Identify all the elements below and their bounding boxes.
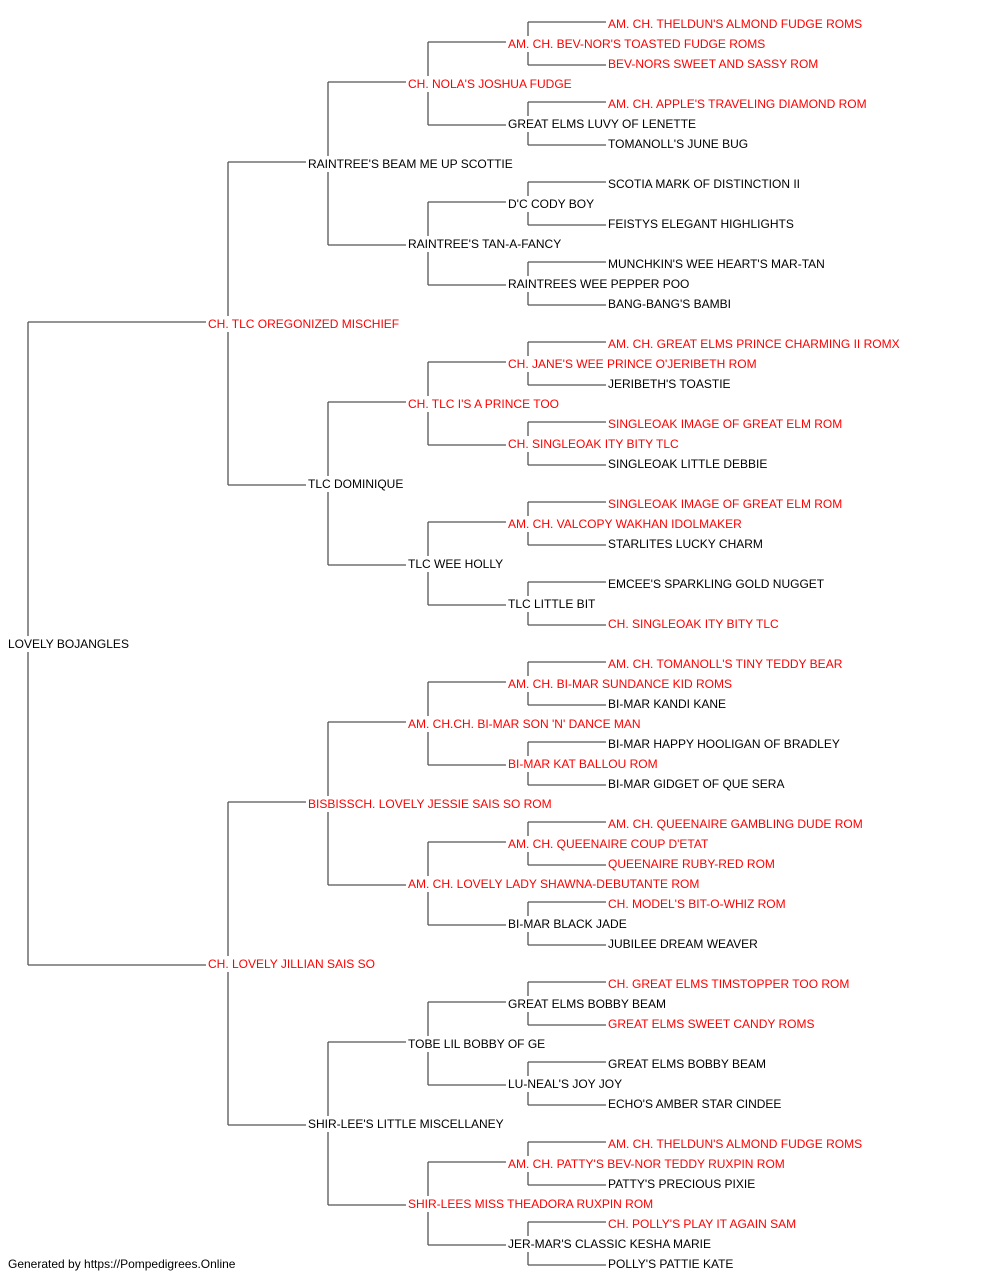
dog-name-gen2-sire[interactable]: RAINTREE'S BEAM ME UP SCOTTIE bbox=[308, 157, 514, 171]
dog-name-gen5-dam[interactable]: BANG-BANG'S BAMBI bbox=[608, 297, 732, 311]
dog-name-gen5-dam[interactable]: PATTY'S PRECIOUS PIXIE bbox=[608, 1177, 757, 1191]
dog-name-gen5-sire[interactable]: CH. POLLY'S PLAY IT AGAIN SAM bbox=[608, 1217, 798, 1231]
dog-name-gen1-dam[interactable]: CH. LOVELY JILLIAN SAIS SO bbox=[208, 957, 376, 971]
dog-name-gen5-dam[interactable]: BI-MAR KANDI KANE bbox=[608, 697, 728, 711]
dog-name-gen5-sire[interactable]: AM. CH. APPLE'S TRAVELING DIAMOND ROM bbox=[608, 97, 868, 111]
dog-name-gen4-dam[interactable]: BI-MAR BLACK JADE bbox=[508, 917, 628, 931]
dog-name-gen4-dam[interactable]: BI-MAR KAT BALLOU ROM bbox=[508, 757, 659, 771]
dog-name-gen5-dam[interactable]: CH. SINGLEOAK ITY BITY TLC bbox=[608, 617, 780, 631]
dog-name-gen5-sire[interactable]: SINGLEOAK IMAGE OF GREAT ELM ROM bbox=[608, 497, 844, 511]
dog-name-gen4-sire[interactable]: D'C CODY BOY bbox=[508, 197, 596, 211]
dog-name-gen3-sire[interactable]: CH. TLC I'S A PRINCE TOO bbox=[408, 397, 561, 411]
dog-name-gen4-sire[interactable]: GREAT ELMS BOBBY BEAM bbox=[508, 997, 668, 1011]
dog-name-gen5-sire[interactable]: CH. MODEL'S BIT-O-WHIZ ROM bbox=[608, 897, 787, 911]
dog-name-gen4-sire[interactable]: AM. CH. BI-MAR SUNDANCE KID ROMS bbox=[508, 677, 734, 691]
dog-name-gen5-sire[interactable]: AM. CH. QUEENAIRE GAMBLING DUDE ROM bbox=[608, 817, 864, 831]
dog-name-gen4-sire[interactable]: AM. CH. BEV-NOR'S TOASTED FUDGE ROMS bbox=[508, 37, 767, 51]
dog-name-gen5-sire[interactable]: MUNCHKIN'S WEE HEART'S MAR-TAN bbox=[608, 257, 826, 271]
dog-name-gen5-sire[interactable]: SCOTIA MARK OF DISTINCTION II bbox=[608, 177, 802, 191]
dog-name-gen5-sire[interactable]: BI-MAR HAPPY HOOLIGAN OF BRADLEY bbox=[608, 737, 841, 751]
dog-name-gen5-dam[interactable]: FEISTYS ELEGANT HIGHLIGHTS bbox=[608, 217, 795, 231]
dog-name-gen1-sire[interactable]: CH. TLC OREGONIZED MISCHIEF bbox=[208, 317, 401, 331]
dog-name-gen5-sire[interactable]: AM. CH. THELDUN'S ALMOND FUDGE ROMS bbox=[608, 17, 864, 31]
dog-name-gen5-sire[interactable]: CH. GREAT ELMS TIMSTOPPER TOO ROM bbox=[608, 977, 851, 991]
dog-name-gen5-sire[interactable]: AM. CH. THELDUN'S ALMOND FUDGE ROMS bbox=[608, 1137, 864, 1151]
dog-name-gen5-sire[interactable]: EMCEE'S SPARKLING GOLD NUGGET bbox=[608, 577, 826, 591]
dog-name-gen3-dam[interactable]: SHIR-LEES MISS THEADORA RUXPIN ROM bbox=[408, 1197, 655, 1211]
dog-name-gen3-dam[interactable]: AM. CH. LOVELY LADY SHAWNA-DEBUTANTE ROM bbox=[408, 877, 701, 891]
dog-name-gen5-sire[interactable]: AM. CH. GREAT ELMS PRINCE CHARMING II RO… bbox=[608, 337, 901, 351]
dog-name-gen5-dam[interactable]: ECHO'S AMBER STAR CINDEE bbox=[608, 1097, 783, 1111]
footer-credit: Generated by https://Pompedigrees.Online bbox=[8, 1257, 236, 1271]
dog-name-gen5-dam[interactable]: JUBILEE DREAM WEAVER bbox=[608, 937, 759, 951]
dog-name-gen4-sire[interactable]: AM. CH. QUEENAIRE COUP D'ETAT bbox=[508, 837, 710, 851]
dog-name-gen3-sire[interactable]: AM. CH.CH. BI-MAR SON 'N' DANCE MAN bbox=[408, 717, 642, 731]
dog-name-gen5-dam[interactable]: QUEENAIRE RUBY-RED ROM bbox=[608, 857, 776, 871]
dog-name-gen2-sire[interactable]: BISBISSCH. LOVELY JESSIE SAIS SO ROM bbox=[308, 797, 553, 811]
dog-name-gen4-dam[interactable]: GREAT ELMS LUVY OF LENETTE bbox=[508, 117, 698, 131]
dog-name-gen0[interactable]: LOVELY BOJANGLES bbox=[8, 637, 130, 651]
dog-name-gen4-dam[interactable]: TLC LITTLE BIT bbox=[508, 597, 597, 611]
dog-name-gen4-dam[interactable]: CH. SINGLEOAK ITY BITY TLC bbox=[508, 437, 680, 451]
dog-name-gen5-dam[interactable]: BEV-NORS SWEET AND SASSY ROM bbox=[608, 57, 820, 71]
dog-name-gen4-sire[interactable]: CH. JANE'S WEE PRINCE O'JERIBETH ROM bbox=[508, 357, 758, 371]
dog-name-gen5-dam[interactable]: STARLITES LUCKY CHARM bbox=[608, 537, 764, 551]
dog-name-gen5-dam[interactable]: JERIBETH'S TOASTIE bbox=[608, 377, 732, 391]
dog-name-gen4-sire[interactable]: AM. CH. PATTY'S BEV-NOR TEDDY RUXPIN ROM bbox=[508, 1157, 786, 1171]
dog-name-gen3-sire[interactable]: TOBE LIL BOBBY OF GE bbox=[408, 1037, 547, 1051]
dog-name-gen3-dam[interactable]: RAINTREE'S TAN-A-FANCY bbox=[408, 237, 563, 251]
dog-name-gen5-dam[interactable]: BI-MAR GIDGET OF QUE SERA bbox=[608, 777, 786, 791]
dog-name-gen4-dam[interactable]: JER-MAR'S CLASSIC KESHA MARIE bbox=[508, 1237, 713, 1251]
dog-name-gen5-sire[interactable]: AM. CH. TOMANOLL'S TINY TEDDY BEAR bbox=[608, 657, 844, 671]
dog-name-gen5-dam[interactable]: SINGLEOAK LITTLE DEBBIE bbox=[608, 457, 769, 471]
dog-name-gen2-dam[interactable]: TLC DOMINIQUE bbox=[308, 477, 405, 491]
dog-name-gen4-dam[interactable]: RAINTREES WEE PEPPER POO bbox=[508, 277, 691, 291]
dog-name-gen5-sire[interactable]: SINGLEOAK IMAGE OF GREAT ELM ROM bbox=[608, 417, 844, 431]
dog-name-gen5-dam[interactable]: GREAT ELMS SWEET CANDY ROMS bbox=[608, 1017, 816, 1031]
dog-name-gen5-sire[interactable]: GREAT ELMS BOBBY BEAM bbox=[608, 1057, 768, 1071]
dog-name-gen2-dam[interactable]: SHIR-LEE'S LITTLE MISCELLANEY bbox=[308, 1117, 505, 1131]
dog-name-gen5-dam[interactable]: TOMANOLL'S JUNE BUG bbox=[608, 137, 750, 151]
dog-name-gen4-dam[interactable]: LU-NEAL'S JOY JOY bbox=[508, 1077, 624, 1091]
dog-name-gen3-sire[interactable]: CH. NOLA'S JOSHUA FUDGE bbox=[408, 77, 573, 91]
dog-name-gen4-sire[interactable]: AM. CH. VALCOPY WAKHAN IDOLMAKER bbox=[508, 517, 743, 531]
dog-name-gen3-dam[interactable]: TLC WEE HOLLY bbox=[408, 557, 505, 571]
dog-name-gen5-dam[interactable]: POLLY'S PATTIE KATE bbox=[608, 1257, 735, 1271]
